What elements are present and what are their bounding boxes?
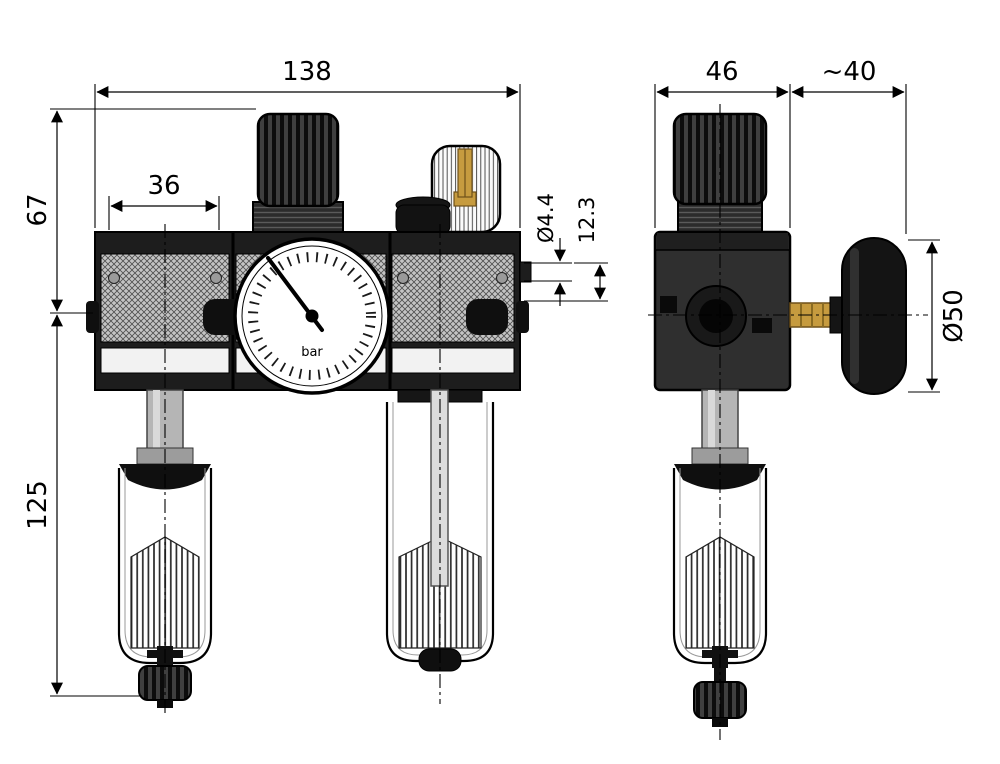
screw [210,272,222,284]
oil-filler-dome [395,144,502,235]
dim-gauge-offset: ~40 [791,57,907,234]
side-view [653,112,907,727]
dim-label-gauge-offset: ~40 [822,57,877,87]
dim-label-port-diameter: Ø4.4 [534,193,558,243]
screw [108,272,120,284]
deflector [674,464,766,490]
pilot-port [660,296,677,313]
gauge-hub [305,309,319,323]
dim-lower-height: 125 [23,314,142,697]
dim-label-module-width: 36 [147,171,180,201]
regulator-knob-front [252,112,344,235]
dim-module-width: 36 [108,171,220,230]
regulator-body-side [653,230,792,392]
dimension-annotations: 138 46 ~40 67 125 [23,57,969,697]
dim-port-diameter: Ø4.4 [524,193,572,306]
dim-label-lower-height: 125 [23,480,53,530]
dim-gauge-diameter: Ø50 [908,239,969,393]
port-hole [699,299,733,333]
screw [496,272,508,284]
dim-label-gauge-diameter: Ø50 [939,289,969,343]
fill-cap [395,204,451,235]
dim-port-spacing: 12.3 [524,197,608,302]
bayonet-boss [466,299,508,335]
side-tab [86,301,99,333]
side-tab [516,301,529,333]
pressure-gauge-side [789,237,907,395]
pressure-gauge-front: bar [233,237,391,395]
dim-label-upper-height: 67 [23,193,53,226]
dim-side-width: 46 [654,57,791,228]
sight-window-right [391,347,515,374]
gauge-tick-ring [248,252,376,380]
dim-front-width: 138 [94,57,521,228]
pilot-port [752,318,772,333]
gauge-port [519,261,532,283]
dim-upper-height: 67 [23,108,256,314]
dim-label-port-spacing: 12.3 [575,197,599,244]
centerlines [164,104,928,740]
gauge-unit-label: bar [301,345,323,360]
screw [397,272,409,284]
knob-grip [256,112,340,208]
dim-label-front-width: 138 [282,57,332,87]
dim-label-side-width: 46 [705,57,738,87]
front-view: bar [86,112,532,708]
